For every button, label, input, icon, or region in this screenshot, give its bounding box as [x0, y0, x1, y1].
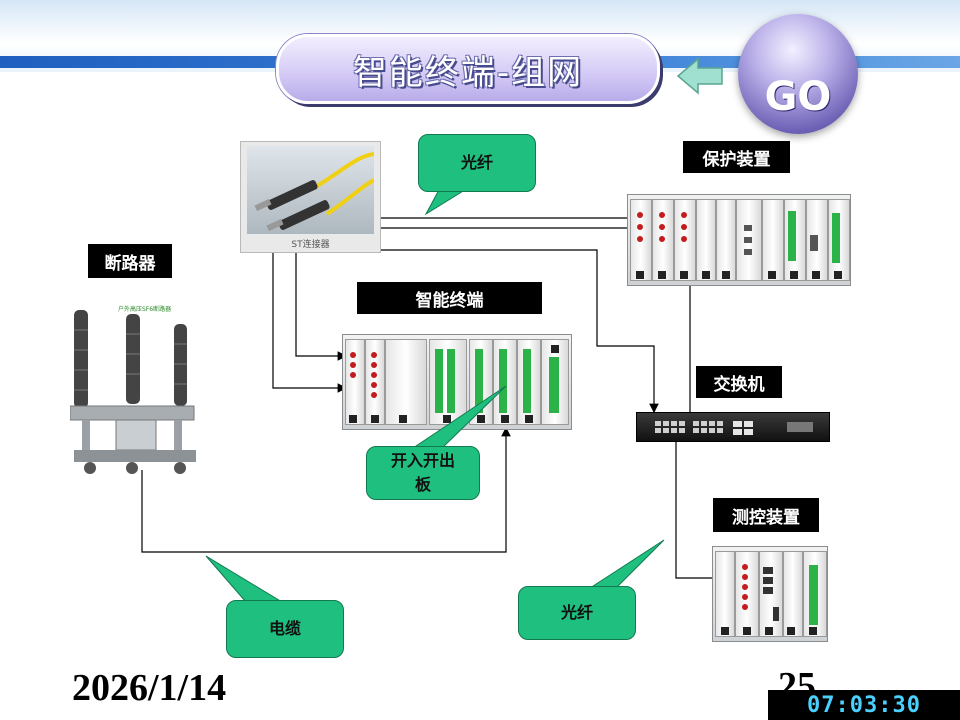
fiber-connector-icon — [254, 152, 375, 232]
terminal-module — [365, 339, 385, 425]
measure-label: 测控装置 — [713, 498, 819, 532]
callout-tail-io-board — [408, 385, 507, 451]
measure-module — [715, 551, 735, 637]
st-connector-photo: ST连接器 — [240, 141, 381, 253]
callout-cable: 电缆 — [226, 600, 344, 658]
switch-ports-icon — [655, 421, 813, 435]
back-arrow-icon[interactable] — [676, 56, 724, 96]
protection-label: 保护装置 — [683, 141, 790, 173]
switch-device — [636, 412, 830, 442]
cable-line-breaker-terminal — [141, 426, 511, 553]
switch-label: 交换机 — [696, 366, 782, 398]
protection-ports-icon — [636, 211, 842, 279]
callout-tail-cable — [205, 555, 284, 603]
breaker-plate-text: 户外高压SF6断路器 — [118, 306, 172, 313]
fiber-line-protection-terminal-inner — [295, 227, 632, 361]
go-label: GO — [764, 74, 832, 120]
measure-rack — [712, 546, 828, 642]
measure-ports-icon — [721, 564, 818, 635]
protection-module — [696, 199, 716, 281]
fiber-line-terminal-switch — [380, 249, 659, 414]
slide-date: 2026/1/14 — [72, 667, 227, 709]
callout-io-board-line2: 板 — [414, 475, 431, 494]
protection-module — [762, 199, 784, 281]
callout-io-board: 开入开出 板 — [366, 446, 480, 500]
terminal-ports-icon — [349, 345, 559, 423]
protection-rack — [627, 194, 851, 286]
slide-title: 智能终端-组网 — [352, 52, 584, 93]
go-button[interactable]: GO — [738, 14, 858, 134]
callout-tail-fiber-bottom — [588, 539, 665, 589]
st-connector-caption: ST连接器 — [291, 240, 330, 250]
terminal-module — [385, 339, 427, 425]
clock-time: 07:03:30 — [807, 692, 921, 718]
fiber-line-protection-terminal-outer — [272, 217, 628, 393]
clock-display: 07:03:30 — [768, 690, 960, 720]
fiber-line-switch-measure — [671, 431, 728, 579]
breaker-label: 断路器 — [88, 244, 172, 278]
callout-fiber-top: 光纤 — [418, 134, 536, 192]
protection-module — [716, 199, 736, 281]
terminal-label: 智能终端 — [357, 282, 542, 314]
measure-module — [735, 551, 759, 637]
terminal-module — [345, 339, 365, 425]
callout-io-board-line1: 开入开出 — [390, 451, 455, 470]
terminal-rack — [342, 334, 572, 430]
title-banner: 智能终端-组网 — [276, 34, 660, 104]
breaker-device: 户外高压SF6断路器 — [69, 300, 204, 478]
callout-fiber-bottom: 光纤 — [518, 586, 636, 640]
breaker-icon — [69, 310, 196, 474]
measure-module — [783, 551, 803, 637]
